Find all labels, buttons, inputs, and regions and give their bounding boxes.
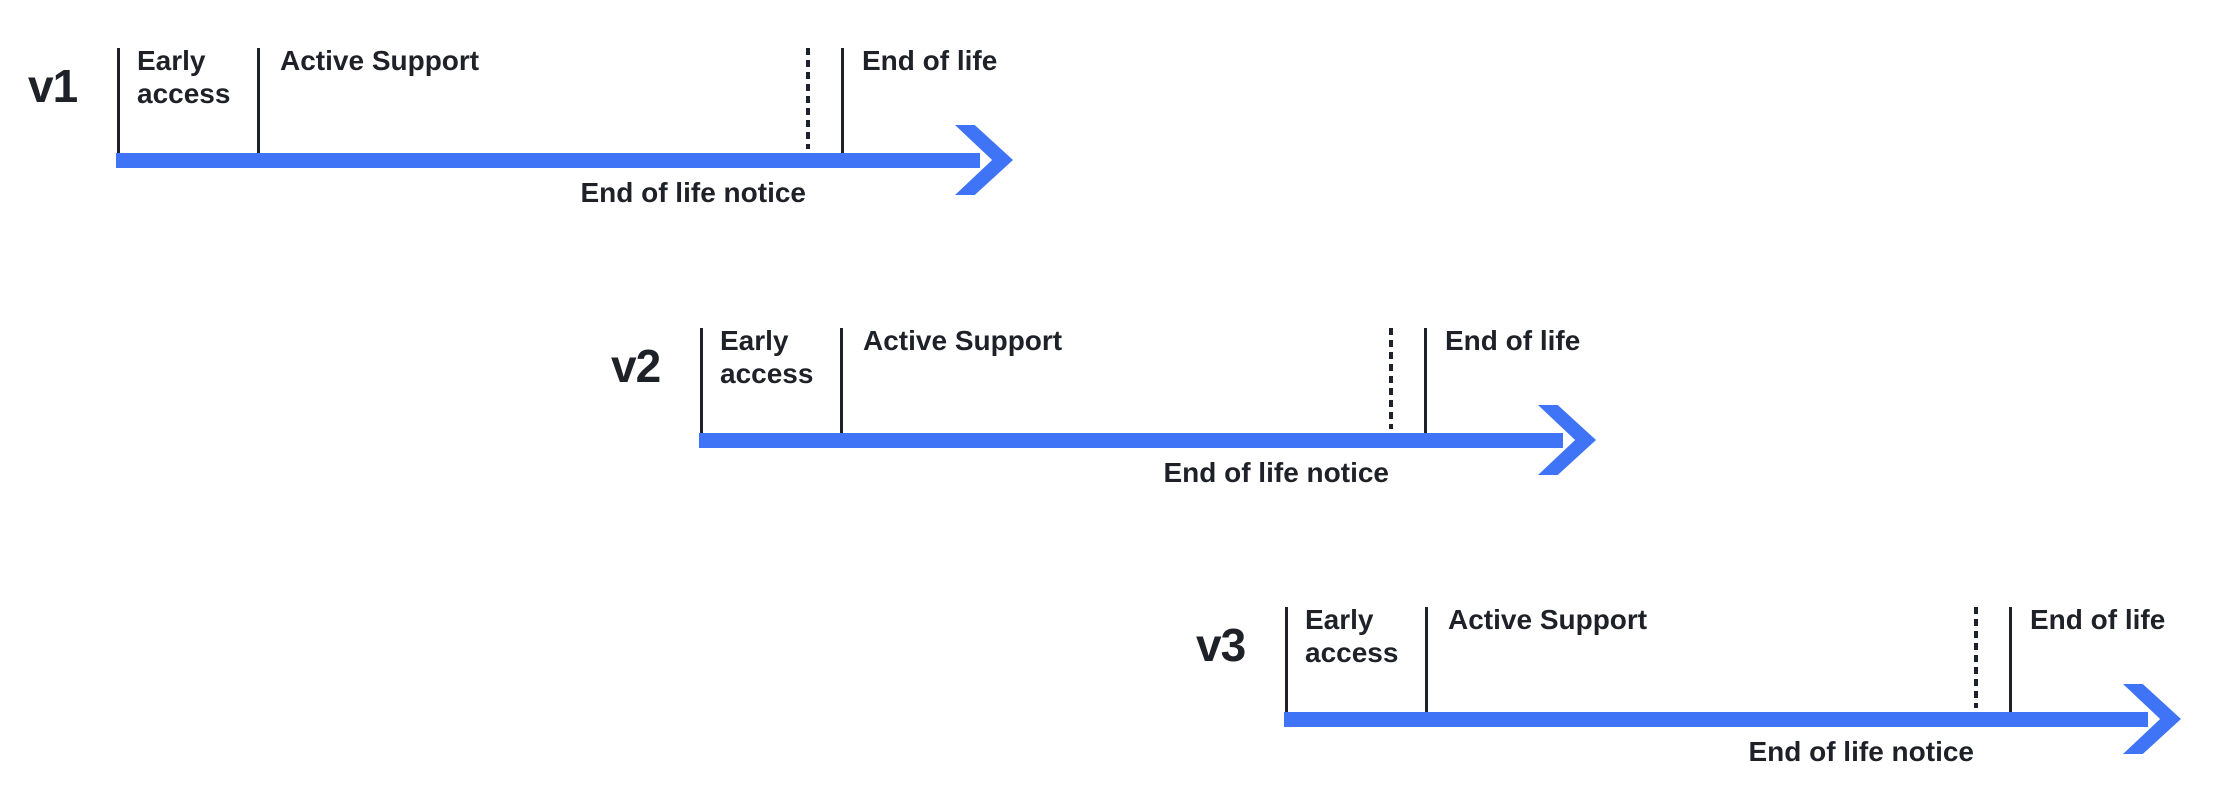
- end-of-life-tick: [841, 48, 844, 153]
- early-access-label: Early access: [137, 45, 231, 109]
- end-of-life-notice-marker: [806, 48, 810, 149]
- timeline-v2: v2 Early access Active Support End of li…: [583, 280, 1643, 495]
- early-access-start-tick: [1285, 607, 1288, 712]
- active-support-start-tick: [840, 328, 843, 433]
- active-support-start-tick: [257, 48, 260, 153]
- end-of-life-tick: [1424, 328, 1427, 433]
- end-of-life-notice-label: End of life notice: [1748, 736, 1974, 767]
- active-support-label: Active Support: [280, 45, 480, 76]
- timeline-arrow: [1284, 712, 2148, 727]
- end-of-life-notice-label: End of life notice: [1163, 457, 1389, 488]
- active-support-label: Active Support: [1448, 604, 1648, 635]
- version-label: v2: [611, 340, 661, 392]
- active-support-start-tick: [1425, 607, 1428, 712]
- end-of-life-notice-label: End of life notice: [580, 177, 806, 208]
- end-of-life-label: End of life: [862, 45, 998, 76]
- timeline-arrow: [116, 153, 980, 168]
- end-of-life-tick: [2009, 607, 2012, 712]
- active-support-label: Active Support: [863, 325, 1063, 356]
- timeline-v3: v3 Early access Active Support End of li…: [1168, 559, 2228, 774]
- early-access-start-tick: [700, 328, 703, 433]
- timeline-arrow: [699, 433, 1563, 448]
- timeline-v1: v1 Early access Active Support End of li…: [0, 0, 1060, 215]
- end-of-life-notice-marker: [1974, 607, 1978, 708]
- end-of-life-label: End of life: [2030, 604, 2166, 635]
- early-access-start-tick: [117, 48, 120, 153]
- early-access-label: Early access: [720, 325, 814, 389]
- early-access-label: Early access: [1305, 604, 1399, 668]
- end-of-life-label: End of life: [1445, 325, 1581, 356]
- version-label: v3: [1196, 619, 1246, 671]
- end-of-life-notice-marker: [1389, 328, 1393, 429]
- version-label: v1: [28, 60, 78, 112]
